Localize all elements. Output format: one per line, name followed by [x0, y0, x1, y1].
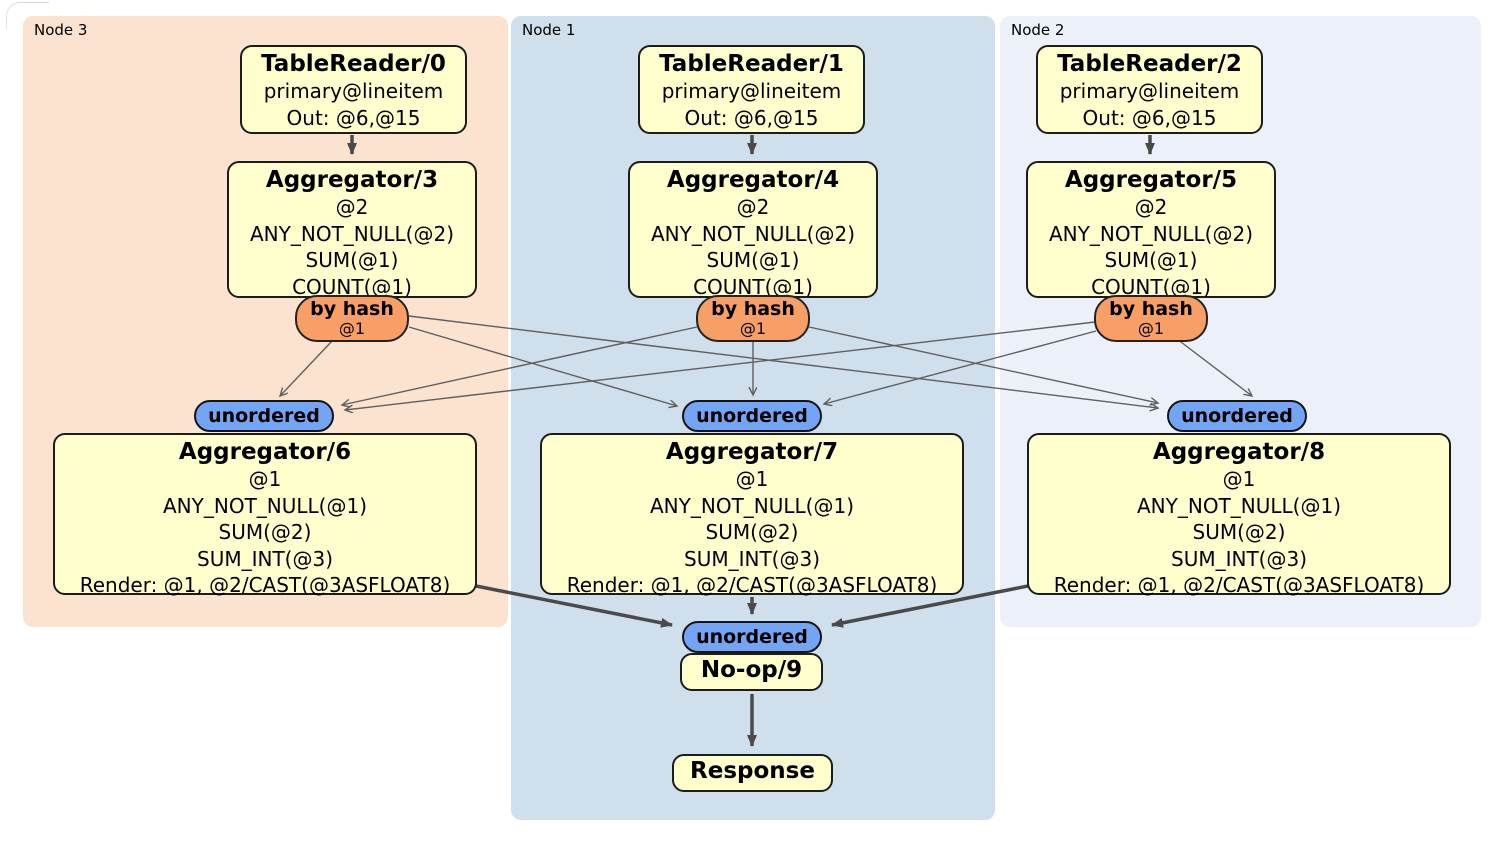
stream-label: unordered [1181, 405, 1293, 427]
processor-line: @1 [735, 467, 769, 491]
processor-line: ANY_NOT_NULL(@2) [250, 221, 454, 246]
processor-line: Render: @1, @2/CAST(@3ASFLOAT8) [1053, 573, 1425, 597]
processor-line: SUM(@1) [1104, 248, 1198, 272]
processor-title: TableReader/2 [1057, 51, 1242, 77]
processor-title: Aggregator/5 [1064, 167, 1238, 193]
router-label: by hash [1109, 298, 1193, 320]
processor-line: SUM_INT(@3) [684, 546, 820, 571]
router-detail: @1 [338, 319, 366, 338]
processor-line: ANY_NOT_NULL(@1) [163, 493, 367, 518]
router-label: by hash [711, 298, 795, 320]
processor-line: SUM(@1) [305, 248, 399, 272]
processor-title: Aggregator/6 [178, 439, 352, 465]
processor-line: COUNT(@1) [292, 274, 412, 299]
processor-title: Aggregator/7 [665, 439, 839, 465]
processor-line: @2 [335, 195, 369, 219]
router-detail: @1 [739, 319, 767, 338]
region-label-node3: Node 3 [34, 21, 88, 39]
processor-line: @1 [1222, 467, 1256, 491]
processor-tablereader-0: TableReader/0 primary@lineitem Out: @6,@… [240, 45, 467, 134]
processor-title: TableReader/1 [659, 51, 844, 77]
processor-line: Render: @1, @2/CAST(@3ASFLOAT8) [566, 573, 938, 597]
processor-line: primary@lineitem [263, 79, 444, 103]
router-by-hash-1: by hash @1 [696, 295, 810, 342]
router-by-hash-2: by hash @1 [1094, 295, 1208, 342]
router-detail: @1 [1137, 319, 1165, 338]
stream-unordered-6: unordered [194, 400, 334, 432]
processor-line: SUM(@2) [1192, 520, 1286, 544]
processor-line: @2 [1134, 195, 1168, 219]
processor-response: Response [672, 754, 833, 792]
processor-aggregator-8: Aggregator/8 @1 ANY_NOT_NULL(@1) SUM(@2)… [1027, 433, 1451, 597]
processor-line: ANY_NOT_NULL(@2) [1049, 221, 1253, 246]
processor-title: Aggregator/3 [265, 167, 439, 193]
processor-aggregator-6: Aggregator/6 @1 ANY_NOT_NULL(@1) SUM(@2)… [53, 433, 477, 597]
processor-noop-9: No-op/9 [680, 653, 823, 691]
processor-title: Aggregator/8 [1152, 439, 1326, 465]
panel-corner-border [6, 2, 49, 29]
stream-label: unordered [696, 405, 808, 427]
stream-label: unordered [696, 626, 808, 648]
processor-line: ANY_NOT_NULL(@2) [651, 221, 855, 246]
processor-aggregator-4: Aggregator/4 @2 ANY_NOT_NULL(@2) SUM(@1)… [628, 161, 878, 299]
processor-line: SUM(@2) [705, 520, 799, 544]
region-label-node2: Node 2 [1011, 21, 1065, 39]
processor-line: SUM_INT(@3) [197, 546, 333, 571]
processor-line: @1 [248, 467, 282, 491]
processor-title: No-op/9 [700, 657, 803, 683]
processor-line: ANY_NOT_NULL(@1) [650, 493, 854, 518]
processor-line: ANY_NOT_NULL(@1) [1137, 493, 1341, 518]
processor-line: SUM_INT(@3) [1171, 546, 1307, 571]
router-by-hash-0: by hash @1 [295, 295, 409, 342]
processor-line: COUNT(@1) [1091, 274, 1211, 299]
region-label-node1: Node 1 [522, 21, 576, 39]
processor-line: Out: @6,@15 [286, 105, 421, 130]
processor-title: Aggregator/4 [666, 167, 840, 193]
processor-tablereader-2: TableReader/2 primary@lineitem Out: @6,@… [1036, 45, 1263, 134]
processor-line: Out: @6,@15 [684, 105, 819, 130]
processor-line: @2 [736, 195, 770, 219]
processor-line: Out: @6,@15 [1082, 105, 1217, 130]
processor-title: Response [690, 758, 815, 784]
processor-tablereader-1: TableReader/1 primary@lineitem Out: @6,@… [638, 45, 865, 134]
hash-routing-edges [280, 315, 1252, 410]
stream-unordered-8: unordered [1167, 400, 1307, 432]
processor-title: TableReader/0 [261, 51, 446, 77]
stream-unordered-7: unordered [682, 400, 822, 432]
processor-aggregator-3: Aggregator/3 @2 ANY_NOT_NULL(@2) SUM(@1)… [227, 161, 477, 299]
processor-line: primary@lineitem [1059, 79, 1240, 103]
thick-flow-arrows [347, 135, 1155, 747]
router-label: by hash [310, 298, 394, 320]
processor-aggregator-7: Aggregator/7 @1 ANY_NOT_NULL(@1) SUM(@2)… [540, 433, 964, 597]
processor-aggregator-5: Aggregator/5 @2 ANY_NOT_NULL(@2) SUM(@1)… [1026, 161, 1276, 299]
processor-line: primary@lineitem [661, 79, 842, 103]
stream-unordered-9: unordered [682, 621, 822, 653]
processor-line: SUM(@2) [218, 520, 312, 544]
processor-line: SUM(@1) [706, 248, 800, 272]
processor-line: COUNT(@1) [693, 274, 813, 299]
stream-label: unordered [208, 405, 320, 427]
processor-line: Render: @1, @2/CAST(@3ASFLOAT8) [79, 573, 451, 597]
